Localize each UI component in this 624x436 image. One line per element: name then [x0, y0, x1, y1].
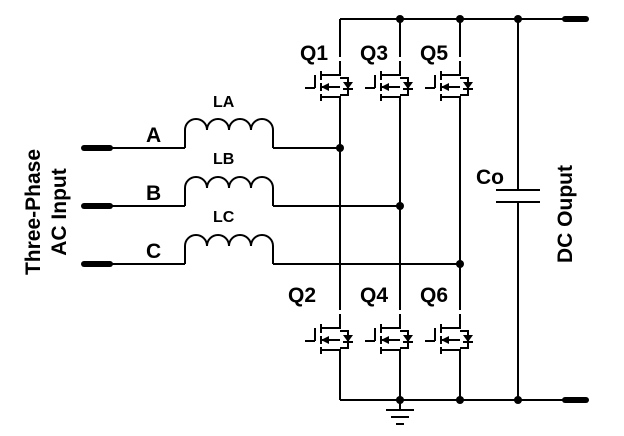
mosfet-icon [424, 60, 474, 110]
bridge-legs [339, 19, 461, 400]
switch-label-q4: Q4 [360, 284, 388, 307]
junction-dots [336, 15, 522, 404]
capacitor-label: Co [476, 166, 504, 189]
ground-icon [386, 400, 414, 425]
leg-connections [273, 147, 460, 265]
output-label: DC Ouput [554, 165, 577, 263]
mosfet-icon [364, 313, 414, 363]
mosfet-icon [304, 313, 354, 363]
inductor-icon [184, 234, 274, 264]
inductor-icon [184, 176, 274, 206]
switch-label-q3: Q3 [360, 42, 388, 65]
input-terminals [81, 145, 113, 267]
phase-label-a: A [146, 124, 161, 147]
input-label-line2: AC Input [48, 168, 71, 255]
mosfet-icon [364, 60, 414, 110]
phase-wires [110, 147, 185, 265]
switch-label-q6: Q6 [420, 284, 448, 307]
inductor-label-la: LA [213, 94, 235, 111]
switch-label-q2: Q2 [288, 284, 316, 307]
switch-label-q1: Q1 [300, 42, 328, 65]
input-label-line1: Three-Phase [22, 149, 45, 275]
switch-label-q5: Q5 [420, 42, 448, 65]
inductor-label-lb: LB [213, 151, 234, 168]
phase-label-c: C [146, 240, 161, 263]
inductor-icon [184, 118, 274, 148]
capacitor-icon [496, 19, 540, 400]
mosfet-icon [304, 60, 354, 110]
phase-label-b: B [146, 182, 161, 205]
mosfet-icon [424, 313, 474, 363]
inductor-label-lc: LC [213, 209, 235, 226]
